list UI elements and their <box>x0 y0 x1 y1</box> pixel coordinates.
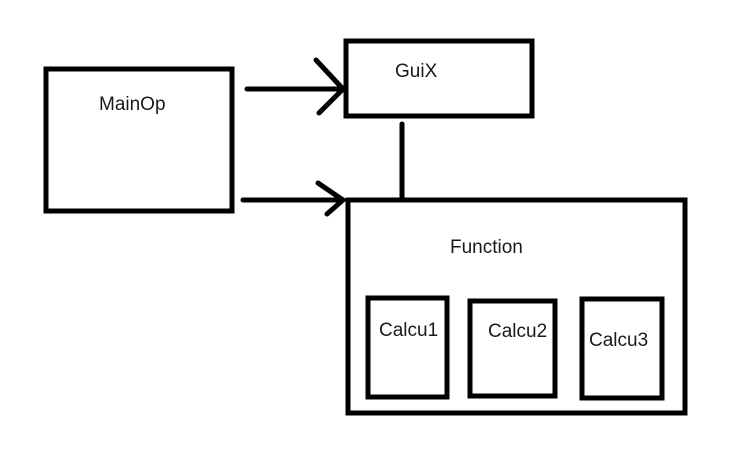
node-calcu1[interactable]: Calcu1 <box>365 295 450 400</box>
arrow-head-icon <box>313 57 346 116</box>
guix-box <box>343 38 535 119</box>
edge-mainop-to-guix <box>244 57 346 116</box>
calcu2-box <box>467 298 558 399</box>
calcu2-label: Calcu2 <box>488 321 547 342</box>
edge-mainop-to-function <box>240 180 346 217</box>
node-function[interactable]: Function <box>345 197 688 416</box>
function-box <box>345 197 688 416</box>
arrow-head-icon <box>315 180 346 217</box>
function-label: Function <box>450 237 523 258</box>
node-mainop[interactable]: MainOp <box>43 66 235 214</box>
guix-label: GuiX <box>395 61 438 82</box>
mainop-label: MainOp <box>99 94 166 115</box>
calcu3-box <box>579 296 665 401</box>
calcu1-box <box>365 295 450 400</box>
node-calcu3[interactable]: Calcu3 <box>579 296 665 401</box>
calcu1-label: Calcu1 <box>379 320 438 341</box>
node-calcu2[interactable]: Calcu2 <box>467 298 558 399</box>
node-guix[interactable]: GuiX <box>343 38 535 119</box>
calcu3-label: Calcu3 <box>589 330 648 351</box>
mainop-box <box>43 66 235 214</box>
